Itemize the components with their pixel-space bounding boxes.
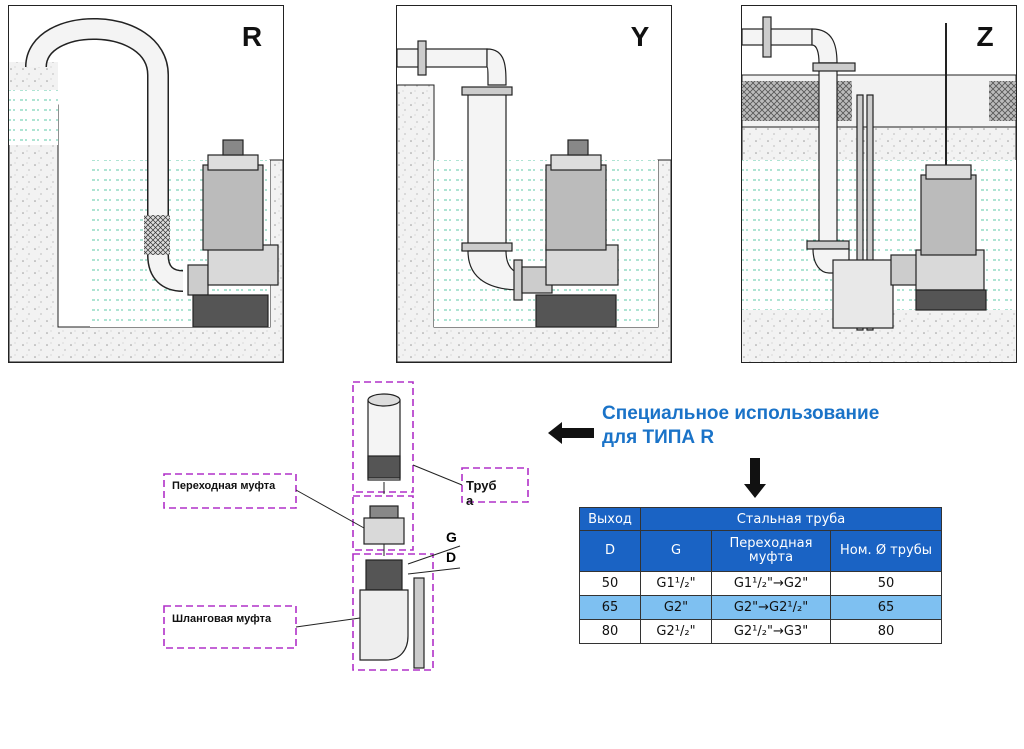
- pump-z: [890, 164, 987, 311]
- heading-line-2: для ТИПА R: [602, 427, 715, 448]
- header-d: D: [579, 530, 641, 572]
- cell-d: 50: [579, 571, 641, 596]
- panel-y-drawing: [396, 5, 672, 363]
- cell-g: G1¹/₂": [640, 571, 712, 596]
- header-g: G: [640, 530, 712, 572]
- header-steel-pipe: Стальная труба: [640, 507, 942, 531]
- installation-panel-r: R: [8, 5, 284, 363]
- arrow-left-icon: [548, 422, 594, 444]
- panel-letter-r: R: [241, 21, 263, 52]
- pipe-callout-box: [352, 381, 414, 493]
- header-adapter: Переходная муфта: [711, 530, 831, 572]
- header-outlet: Выход: [579, 507, 641, 531]
- special-use-heading: Специальное использование для ТИПА R: [602, 402, 932, 450]
- coupling-spec-table: Выход Стальная труба D G Переходная муфт…: [579, 507, 942, 644]
- table-row: 50 G1¹/₂" G1¹/₂"→G2" 50: [579, 571, 942, 596]
- installation-panel-y: Y: [396, 5, 672, 363]
- cell-nominal: 65: [830, 595, 942, 620]
- pipe-part: [367, 393, 401, 481]
- pump-y: [521, 139, 619, 328]
- cell-nominal: 50: [830, 571, 942, 596]
- panel-letter-z: Z: [976, 21, 994, 52]
- table-row: 65 G2" G2"→G2¹/₂" 65: [579, 595, 942, 620]
- pipe-label: Труб а: [466, 478, 497, 508]
- coupling-assembly-diagram: G D: [163, 381, 529, 671]
- cell-g: G2": [640, 595, 712, 620]
- table-header-row: Выход Стальная труба: [579, 507, 942, 531]
- pump-r: [187, 139, 279, 328]
- table-row: 80 G2¹/₂" G2¹/₂"→G3" 80: [579, 619, 942, 644]
- cell-adapter: G2"→G2¹/₂": [711, 595, 831, 620]
- hose-coupling-part: [359, 559, 425, 669]
- adapter-label-box: [163, 473, 297, 509]
- cell-adapter: G1¹/₂"→G2": [711, 571, 831, 596]
- header-nominal: Ном. Ø трубы: [830, 530, 942, 572]
- cell-g: G2¹/₂": [640, 619, 712, 644]
- table-subheader-row: D G Переходная муфта Ном. Ø трубы: [579, 530, 942, 572]
- adapter-callout-box: [352, 495, 414, 551]
- panel-r-drawing: [8, 5, 284, 363]
- cell-adapter: G2¹/₂"→G3": [711, 619, 831, 644]
- hose-label-box: [163, 605, 297, 649]
- cell-nominal: 80: [830, 619, 942, 644]
- adapter-coupling-label: Переходная муфта: [172, 480, 276, 492]
- marker-g: G: [446, 529, 457, 545]
- installation-panel-z: Z: [741, 5, 1017, 363]
- arrow-down-icon: [744, 458, 766, 498]
- cell-d: 65: [579, 595, 641, 620]
- panel-z-drawing: [741, 5, 1017, 363]
- adapter-part: [363, 505, 405, 545]
- heading-line-1: Специальное использование: [602, 403, 880, 424]
- marker-d: D: [446, 549, 456, 565]
- hose-coupling-callout-box: [352, 553, 434, 671]
- cell-d: 80: [579, 619, 641, 644]
- hose-coupling-label: Шланговая муфта: [172, 613, 272, 625]
- panel-letter-y: Y: [630, 21, 650, 52]
